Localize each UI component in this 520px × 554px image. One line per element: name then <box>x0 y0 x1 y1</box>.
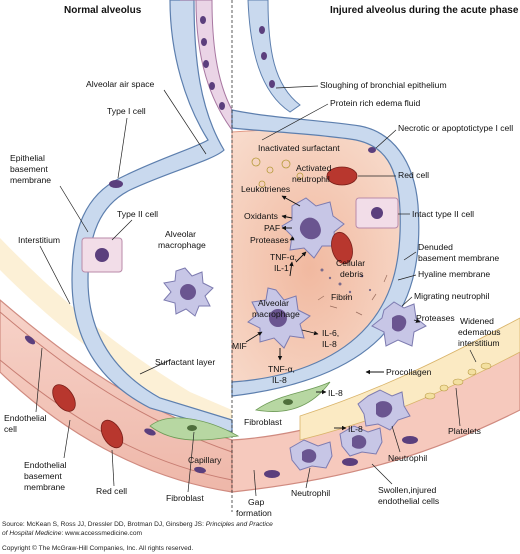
label-swollen-1: Swollen,injured <box>378 485 437 495</box>
label-proteases-right: Proteases <box>416 313 455 323</box>
label-intact-type2: Intact type II cell <box>412 209 474 219</box>
platelets <box>424 362 492 400</box>
alveolar-macrophage-right <box>247 287 311 349</box>
label-type1-cell: Type I cell <box>107 106 146 116</box>
label-denuded-1: Denuded <box>418 242 453 252</box>
copyright-line: Copyright © The McGraw-Hill Companies, I… <box>2 544 193 552</box>
interstitial-neutrophil <box>357 389 411 431</box>
label-il6-2: IL-8 <box>322 339 337 349</box>
label-paf: PAF <box>264 223 280 233</box>
label-proteases-left: Proteases <box>250 235 289 245</box>
heading-injured-alveolus: Injured alveolus during the acute phase <box>330 5 519 16</box>
fibrin-strands <box>317 274 388 316</box>
red-cell-right-2 <box>331 231 353 265</box>
label-fibroblast-left: Fibroblast <box>166 493 204 503</box>
bronchial-nuclei-left <box>200 16 225 110</box>
inactivated-surfactant-dots <box>251 157 304 188</box>
sloughed-cells <box>259 26 275 88</box>
type2-cell-left <box>81 237 123 273</box>
capillary-neutrophils <box>289 425 383 471</box>
label-activated-neutrophil-2: neutrophil <box>292 174 330 184</box>
source-line-1: Source: McKean S, Ross JJ, Dressler DD, … <box>2 521 273 528</box>
label-surfactant-layer: Surfactant layer <box>155 357 215 367</box>
label-mif: MIF <box>232 341 247 351</box>
label-hyaline: Hyaline membrane <box>418 269 490 279</box>
label-widened-3: interstitium <box>458 338 500 348</box>
endothelial-nuclei <box>24 335 206 474</box>
label-gap-formation-2: formation <box>236 508 272 518</box>
migrating-neutrophil <box>371 301 427 347</box>
label-platelets: Platelets <box>448 426 481 436</box>
label-fibroblast-right: Fibroblast <box>244 417 282 427</box>
label-tnf-top-1: TNF-α, <box>270 252 297 262</box>
cellular-debris <box>320 268 372 294</box>
label-neutrophil-bottom: Neutrophil <box>291 488 330 498</box>
label-cellular-debris-2: debris <box>340 269 363 279</box>
label-inactivated-surfactant: Inactivated surfactant <box>258 143 340 153</box>
label-endothelial-cell-1: Endothelial <box>4 413 47 423</box>
label-red-cell-right: Red cell <box>398 170 429 180</box>
alveolar-macrophage-left <box>163 267 214 317</box>
red-cell-right <box>326 166 358 186</box>
label-widened-1: Widened <box>460 316 494 326</box>
source-line-2: of Hospital Medicine: www.accessmedicine… <box>2 530 142 537</box>
label-alveolar-macrophage-right-2: macrophage <box>252 309 300 319</box>
label-widened-2: edematous <box>458 327 501 337</box>
label-tnf-bottom-1: TNF-α, <box>268 364 295 374</box>
label-procollagen: Procollagen <box>386 367 432 377</box>
label-cellular-debris-1: Cellular <box>336 258 365 268</box>
label-fibrin: Fibrin <box>331 292 353 302</box>
label-sloughing: Sloughing of bronchial epithelium <box>320 80 447 90</box>
label-alveolar-macrophage-right-1: Alveolar <box>258 298 289 308</box>
label-leukotrienes: Leukotrienes <box>241 184 290 194</box>
activated-neutrophil <box>281 197 345 259</box>
label-epithelial-bm-1: Epithelial <box>10 153 45 163</box>
label-protein-edema: Protein rich edema fluid <box>330 98 421 108</box>
label-denuded-2: basement membrane <box>418 253 499 263</box>
label-epithelial-bm-2: basement <box>10 164 48 174</box>
label-red-cell-left: Red cell <box>96 486 127 496</box>
red-cells-left <box>52 384 124 449</box>
label-tnf-top-2: IL-1 <box>274 263 289 273</box>
fibroblast-right <box>255 381 331 412</box>
label-epithelial-bm-3: membrane <box>10 175 51 185</box>
widened-interstitium <box>299 317 520 441</box>
label-swollen-2: endothelial cells <box>378 496 439 506</box>
label-type2-cell: Type II cell <box>117 209 158 219</box>
label-endothelial-bm-3: membrane <box>24 482 65 492</box>
bronchial-tube-right <box>247 0 301 113</box>
label-oxidants: Oxidants <box>244 211 278 221</box>
label-migrating-neutrophil: Migrating neutrophil <box>414 291 490 301</box>
label-alveolar-macrophage-left-1: Alveolar <box>165 229 196 239</box>
label-alveolar-air-space: Alveolar air space <box>86 79 155 89</box>
necrotic-type1-nucleus <box>368 147 376 153</box>
label-tnf-bottom-2: IL-8 <box>272 375 287 385</box>
type1-cell-nucleus <box>109 180 123 188</box>
interstitium-band <box>0 238 232 430</box>
intact-type2-cell <box>355 197 399 229</box>
label-il6-1: IL-6, <box>322 328 339 338</box>
label-endothelial-bm-2: basement <box>24 471 62 481</box>
swollen-endothelial-cells <box>264 436 418 478</box>
label-alveolar-macrophage-left-2: macrophage <box>158 240 206 250</box>
fibroblast-left <box>149 417 240 441</box>
label-necrotic: Necrotic or apoptotictype I cell <box>398 123 513 133</box>
label-neutrophil-right: Neutrophil <box>388 453 427 463</box>
label-il8-a: IL-8 <box>328 388 343 398</box>
label-capillary: Capillary <box>188 455 222 465</box>
label-endothelial-bm-1: Endothelial <box>24 460 67 470</box>
label-endothelial-cell-2: cell <box>4 424 17 434</box>
label-gap-formation-1: Gap <box>248 497 264 507</box>
label-activated-neutrophil-1: Activated <box>296 163 332 173</box>
heading-normal-alveolus: Normal alveolus <box>64 5 142 16</box>
label-il8-b: IL-8 <box>348 424 363 434</box>
label-interstitium: Interstitium <box>18 235 60 245</box>
